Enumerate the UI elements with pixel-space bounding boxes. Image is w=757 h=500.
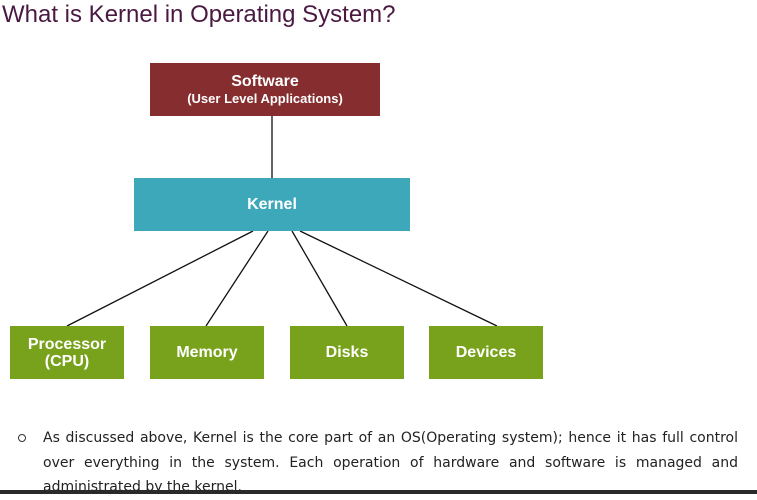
connector-kernel-disks xyxy=(291,230,348,327)
bullet-list: As discussed above, Kernel is the core p… xyxy=(18,426,738,500)
disks-label: Disks xyxy=(325,344,369,361)
devices-label: Devices xyxy=(455,344,517,361)
software-box: Software (User Level Applications) xyxy=(150,63,380,116)
disks-box: Disks xyxy=(290,326,404,379)
bottom-bar xyxy=(0,490,757,494)
bullet-circle-icon xyxy=(18,434,26,442)
bullet-text: As discussed above, Kernel is the core p… xyxy=(43,430,738,495)
connector-kernel-processor xyxy=(66,230,254,327)
memory-box: Memory xyxy=(150,326,264,379)
software-label: Software xyxy=(231,72,299,90)
memory-label: Memory xyxy=(176,344,238,361)
kernel-box: Kernel xyxy=(134,178,410,231)
kernel-label: Kernel xyxy=(247,195,297,213)
list-item: As discussed above, Kernel is the core p… xyxy=(18,426,738,500)
software-sublabel: (User Level Applications) xyxy=(187,90,343,106)
devices-box: Devices xyxy=(429,326,543,379)
processor-box: Processor (CPU) xyxy=(10,326,124,379)
connector-kernel-devices xyxy=(299,230,498,327)
processor-label: Processor (CPU) xyxy=(27,335,107,370)
diagram-connectors xyxy=(66,116,498,327)
connector-kernel-memory xyxy=(205,230,269,327)
page-title: What is Kernel in Operating System? xyxy=(2,1,396,28)
